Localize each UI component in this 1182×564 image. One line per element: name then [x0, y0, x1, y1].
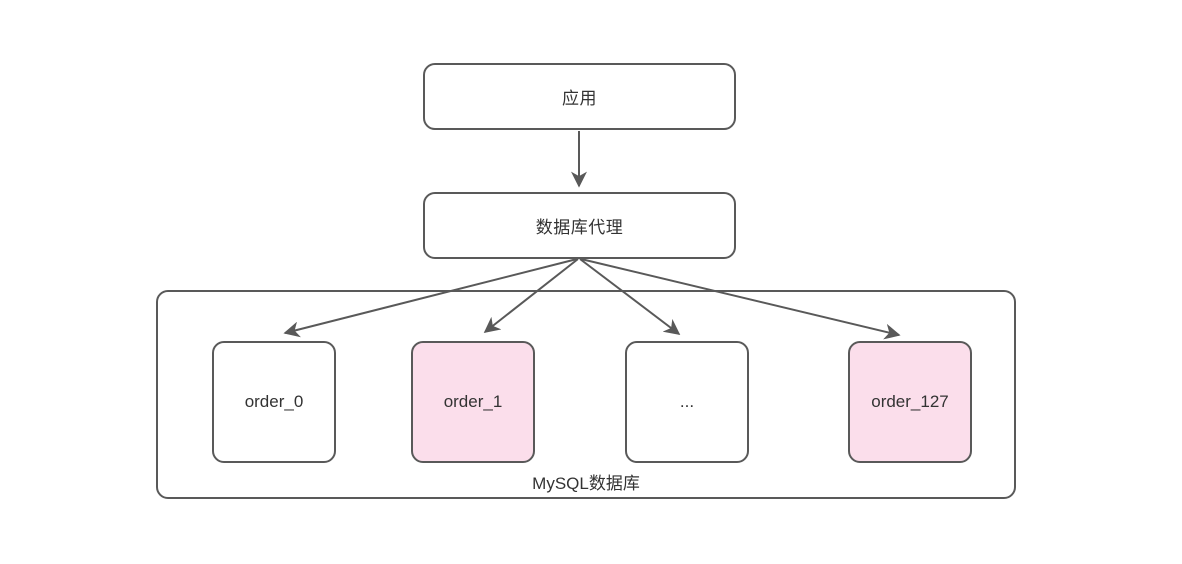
node-shard-order-1: order_1: [411, 341, 535, 463]
node-shard-ellipsis-label: ...: [679, 392, 695, 411]
mysql-database-group-label: MySQL数据库: [532, 474, 640, 493]
node-shard-order-127: order_127: [848, 341, 972, 463]
node-shard-order-127-label: order_127: [871, 392, 949, 411]
node-database-proxy-label: 数据库代理: [535, 218, 624, 237]
mysql-database-group: MySQL数据库: [156, 290, 1016, 499]
node-database-proxy: 数据库代理: [423, 192, 736, 259]
node-shard-order-0: order_0: [212, 341, 336, 463]
node-application-label: 应用: [562, 89, 597, 108]
node-shard-ellipsis: ...: [625, 341, 749, 463]
node-shard-order-0-label: order_0: [244, 392, 304, 411]
node-shard-order-1-label: order_1: [443, 392, 503, 411]
node-application: 应用: [423, 63, 736, 130]
